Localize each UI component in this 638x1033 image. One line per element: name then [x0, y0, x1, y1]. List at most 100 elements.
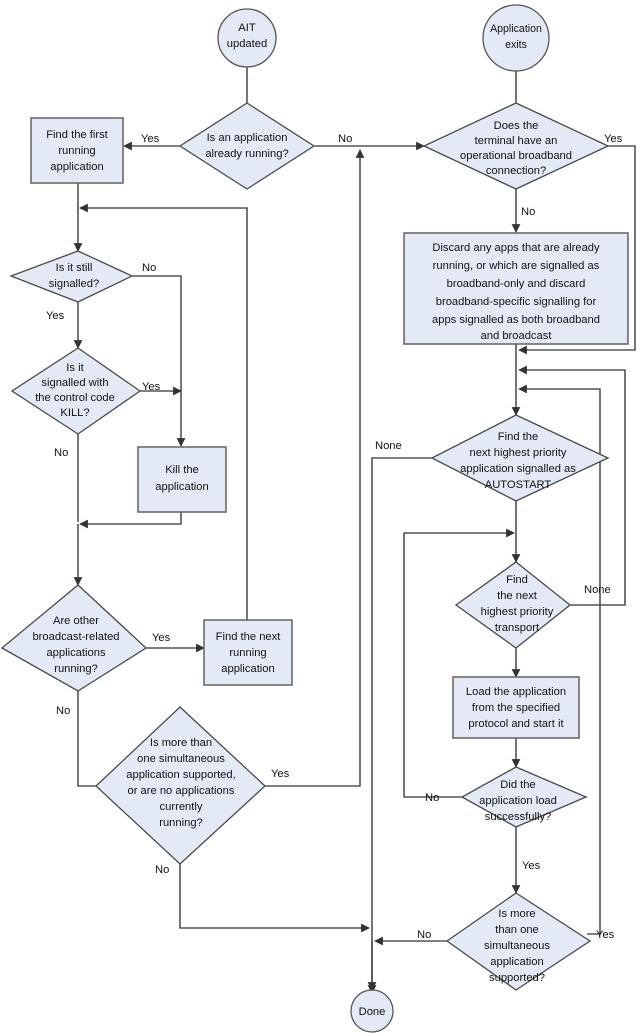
- node-application-exits-line-0: Application: [490, 23, 542, 35]
- node-is-more-than-one-simultaneous-application-supported[interactable]: Is more than one simultaneous applicatio…: [445, 892, 592, 991]
- node-load-line-0: Load the application: [466, 686, 566, 698]
- edge-label-yes-load-ok: Yes: [522, 860, 541, 872]
- node-are-other-broadcast-related-applications-running[interactable]: Are other broadcast-related applications…: [0, 584, 148, 692]
- node-autostart-line-2: application signalled as: [460, 463, 576, 475]
- node-discard-line-3: broadband-specific signalling for: [436, 296, 597, 308]
- node-more-a-line-3: or are no applications: [128, 785, 235, 797]
- edge-morethanone-a-yes-loop: [265, 149, 365, 787]
- node-kill-app-line-1: application: [155, 481, 209, 493]
- node-find-first-line-0: Find the first: [46, 129, 108, 141]
- edge-label-yes-other-broadcast: Yes: [152, 632, 171, 644]
- edge-label-yes-more-b: Yes: [596, 929, 615, 941]
- node-find-first-line-1: running: [58, 145, 95, 157]
- node-ait-updated-line-0: AIT: [238, 22, 256, 34]
- node-discard-line-0: Discard any apps that are already: [432, 242, 600, 254]
- edge-morethanone-a-no-to-done: [179, 864, 370, 933]
- node-ait-updated[interactable]: AIT updated: [217, 8, 277, 68]
- node-load-line-1: from the specified: [472, 702, 560, 714]
- node-kill-code-line-1: signalled with: [41, 377, 108, 389]
- edge-autostart-none-to-done: [367, 457, 432, 991]
- edge-label-no-more-a: No: [155, 864, 169, 876]
- node-more-b-line-0: Is more: [498, 908, 535, 920]
- node-autostart-line-0: Find the: [498, 431, 538, 443]
- node-more-b-line-3: application: [490, 956, 544, 968]
- node-find-autostart-application[interactable]: Find the next highest priority applicati…: [430, 414, 610, 502]
- node-discard-line-2: broadband-only and discard: [447, 278, 586, 290]
- edge-label-none-transport: None: [584, 584, 611, 596]
- node-transport-line-1: the next: [497, 590, 538, 602]
- node-discard-apps[interactable]: Discard any apps that are already runnin…: [403, 232, 629, 345]
- edge-label-no-load-ok: No: [425, 792, 439, 804]
- node-find-the-first-running-application[interactable]: Find the first running application: [30, 117, 124, 184]
- node-broadband-line-3: connection?: [486, 165, 546, 177]
- node-other-broadcast-line-2: applications: [46, 647, 105, 659]
- edge-broadband-yes-loop: [518, 145, 636, 355]
- node-other-broadcast-line-0: Are other: [53, 615, 99, 627]
- edge-label-no-other-broadcast: No: [56, 705, 70, 717]
- node-autostart-line-3: AUTOSTART: [485, 479, 552, 491]
- edge-kill-to-left-trunk: [79, 512, 182, 529]
- edge-label-no-still-signalled: No: [142, 262, 156, 274]
- node-load-the-application[interactable]: Load the application from the specified …: [452, 676, 580, 739]
- edge-label-yes-app-running: Yes: [141, 133, 160, 145]
- node-more-a-line-5: running?: [159, 817, 203, 829]
- node-other-broadcast-line-3: running?: [54, 663, 98, 675]
- node-load-line-2: protocol and start it: [468, 718, 564, 730]
- node-other-broadcast-line-1: broadcast-related: [32, 631, 119, 643]
- edge-label-none-autostart: None: [375, 440, 402, 452]
- node-did-the-application-load-successfully[interactable]: Did the application load successfully?: [460, 766, 588, 828]
- edge-label-no-kill-code: No: [54, 447, 68, 459]
- node-transport-line-2: highest priority: [481, 606, 554, 618]
- node-loadok-line-0: Did the: [500, 779, 535, 791]
- node-find-first-line-2: application: [50, 161, 104, 173]
- node-more-a-line-0: Is more than: [150, 737, 212, 749]
- node-discard-line-4: apps signalled as both broadband: [432, 314, 600, 326]
- edge-transport-none-loop: [518, 365, 626, 606]
- node-still-signalled-line-0: Is it still: [56, 262, 93, 274]
- edge-label-no-app-running: No: [338, 133, 352, 145]
- edge-label-yes-still-signalled: Yes: [46, 310, 65, 322]
- node-more-a-line-4: currently: [160, 801, 203, 813]
- node-find-the-next-running-application[interactable]: Find the next running application: [203, 619, 293, 686]
- node-find-next-line-0: Find the next: [216, 631, 282, 643]
- node-broadband-line-1: terminal have an: [475, 135, 558, 147]
- node-kill-code-line-0: Is it: [66, 362, 84, 374]
- node-is-it-still-signalled[interactable]: Is it still signalled?: [9, 250, 134, 303]
- node-app-running-line-1: already running?: [205, 148, 288, 160]
- edge-layer: Find the first running application --> b…: [73, 66, 636, 994]
- node-still-signalled-line-1: signalled?: [49, 278, 99, 290]
- edge-findnext-loopback: [79, 203, 248, 620]
- edge-morethanone-b-yes-loop: [518, 384, 601, 935]
- node-is-it-signalled-with-kill[interactable]: Is it signalled with the control code KI…: [10, 347, 142, 435]
- node-kill-the-application[interactable]: Kill the application: [137, 446, 227, 513]
- node-does-the-terminal-have-broadband[interactable]: Does the terminal have an operational br…: [422, 102, 610, 190]
- node-broadband-line-0: Does the: [494, 120, 539, 132]
- node-done[interactable]: Done: [350, 989, 394, 1033]
- node-app-running-line-0: Is an application: [207, 132, 288, 144]
- node-kill-app-line-0: Kill the: [165, 464, 199, 476]
- edge-loadok-no-loop: [403, 528, 515, 798]
- edge-label-yes-kill-code: Yes: [142, 381, 161, 393]
- node-transport-line-3: transport: [495, 622, 540, 634]
- node-loadok-line-1: application load: [479, 795, 557, 807]
- node-ait-updated-line-1: updated: [227, 38, 267, 50]
- edge-label-no-broadband: No: [521, 206, 535, 218]
- node-is-more-than-one-simultaneous-app-supported-or-none-running[interactable]: Is more than one simultaneous applicatio…: [95, 706, 266, 865]
- node-application-exits[interactable]: Application exits: [482, 4, 550, 72]
- node-more-b-line-2: simultaneous: [484, 940, 550, 952]
- node-find-next-line-1: running: [229, 647, 266, 659]
- node-loadok-line-2: successfully?: [485, 811, 552, 823]
- node-is-an-application-already-running[interactable]: Is an application already running?: [178, 102, 316, 190]
- node-find-next-highest-priority-transport[interactable]: Find the next highest priority transport: [454, 561, 572, 649]
- node-kill-code-line-2: the control code: [35, 392, 115, 404]
- edge-stillsignalled-no-to-kill: [132, 275, 186, 447]
- node-application-exits-line-1: exits: [505, 39, 527, 51]
- node-more-b-line-4: supported?: [489, 972, 545, 984]
- node-discard-line-1: running, or which are signalled as: [433, 260, 600, 272]
- edge-label-layer: Yes No Yes No No Yes Yes No None None No…: [46, 133, 623, 941]
- edge-label-no-more-b: No: [417, 929, 431, 941]
- node-transport-line-0: Find: [506, 574, 528, 586]
- node-more-a-line-2: application supported,: [126, 769, 235, 781]
